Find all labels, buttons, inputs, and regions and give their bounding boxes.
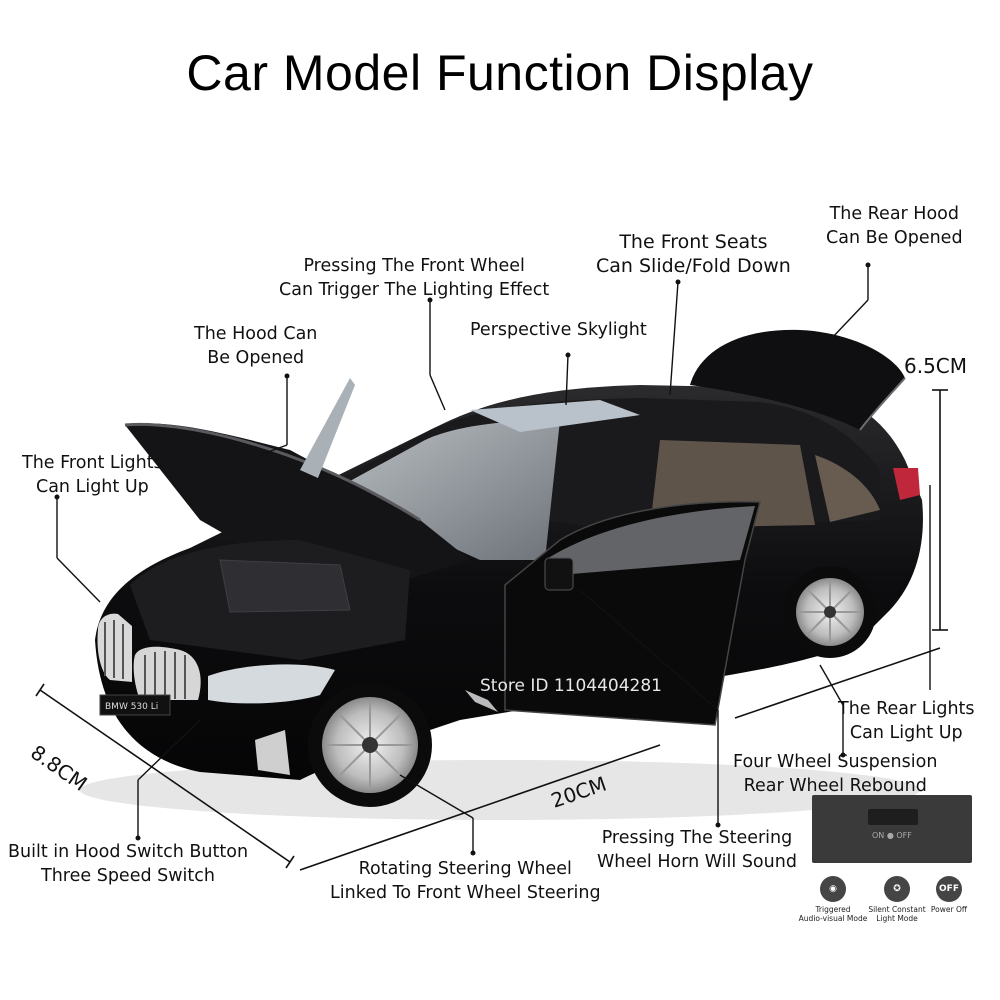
switch-panel-photo: ON ● OFF xyxy=(812,795,972,863)
mode-triggered: ◉ Triggered Audio-visual Mode xyxy=(796,876,870,923)
watermark: Store ID 1104404281 xyxy=(480,676,663,696)
page-title: Car Model Function Display xyxy=(186,45,814,101)
speaker-icon: ◉ xyxy=(820,876,846,902)
dimension-height: 6.5CM xyxy=(904,354,968,378)
license-plate: BMW 530 Li xyxy=(105,702,158,712)
label-skylight: Perspective Skylight xyxy=(470,320,647,340)
switch-text: ON ● OFF xyxy=(872,831,912,840)
power-off-icon: OFF xyxy=(936,876,962,902)
bulb-icon: ✪ xyxy=(884,876,910,902)
mode-silent-constant: ✪ Silent Constant Light Mode xyxy=(864,876,930,923)
slide-switch xyxy=(868,809,918,825)
mode-power-off: OFF Power Off xyxy=(926,876,972,914)
